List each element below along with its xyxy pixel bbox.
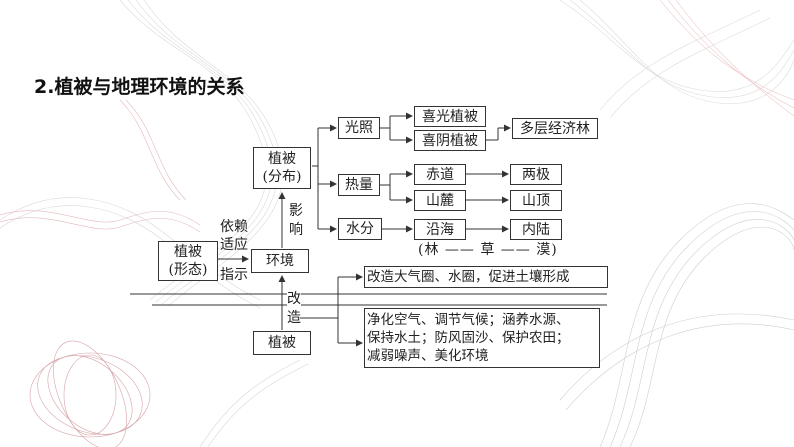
vegetation-bottom-box: 植被 [253,331,311,355]
gray-ribbon-top-right [559,0,794,119]
poles-box: 两极 [510,164,562,185]
poles-label: 两极 [522,167,550,183]
inland-box: 内陆 [510,219,562,240]
vegetation-bottom-label: 植被 [268,335,296,351]
water-box: 水分 [338,218,382,240]
gray-ribbon-center [199,359,309,447]
multilayer-forest-box: 多层经济林 [512,118,598,139]
sun-vegetation-box: 喜光植被 [414,106,486,127]
light-label: 光照 [345,120,373,136]
effects-line-1: 净化空气、调节气候；涵养水源、 [367,312,570,328]
heat-box: 热量 [338,174,380,196]
pink-ribbon-top-right [659,0,794,117]
sun-vegetation-label: 喜光植被 [422,109,478,125]
equator-box: 赤道 [414,164,466,185]
summit-box: 山顶 [510,190,562,211]
water-label: 水分 [346,221,374,237]
effects-box: 净化空气、调节气候；涵养水源、 保持水土；防风固沙、保护农田； 减弱噪声、美化环… [364,308,600,368]
summit-label: 山顶 [522,193,550,209]
heat-label: 热量 [345,177,373,193]
pink-ribbon-left [0,99,201,233]
pink-swirl-bottom-left [29,340,151,447]
environment-label: 环境 [266,253,294,269]
section-title: 2.植被与地理环境的关系 [34,76,245,98]
inland-label: 内陆 [522,222,550,238]
foothill-label: 山麓 [426,193,454,209]
label-transform-1: 改 [287,290,301,308]
label-indicate: 指示 [220,267,248,283]
coast-label: 沿海 [426,222,454,238]
label-adapt: 适应 [220,237,248,253]
vegetation-distribution-box: 植被 (分布) [253,147,311,189]
environment-box: 环境 [251,249,309,273]
multilayer-forest-label: 多层经济林 [520,121,590,137]
gray-ribbon-bottom-right [559,203,794,447]
shade-vegetation-label: 喜阴植被 [422,133,478,149]
label-influence-2: 响 [289,222,303,238]
improve-spheres-label: 改造大气圈、水圈，促进土壤形成 [367,269,570,285]
vegetation-distribution-sublabel: (分布) [262,169,302,185]
equator-label: 赤道 [426,167,454,183]
effects-line-3: 减弱噪声、美化环境 [367,348,489,364]
improve-spheres-box: 改造大气圈、水圈，促进土壤形成 [364,266,608,288]
label-transform-2: 造 [287,310,301,326]
vegetation-form-label: 植被 [174,244,202,260]
effects-line-2: 保持水土；防风固沙、保护农田； [367,330,570,346]
vegetation-distribution-label: 植被 [268,151,296,167]
shade-vegetation-box: 喜阴植被 [414,130,486,151]
coast-box: 沿海 [414,219,466,240]
vegetation-form-sublabel: (形态) [168,262,208,278]
light-box: 光照 [338,117,380,139]
vegetation-transition-label: (林 —— 草 —— 漠) [418,242,558,258]
label-depend: 依赖 [220,219,248,235]
label-influence-1: 影 [289,203,303,219]
vegetation-form-box: 植被 (形态) [158,241,218,281]
foothill-box: 山麓 [414,190,466,211]
